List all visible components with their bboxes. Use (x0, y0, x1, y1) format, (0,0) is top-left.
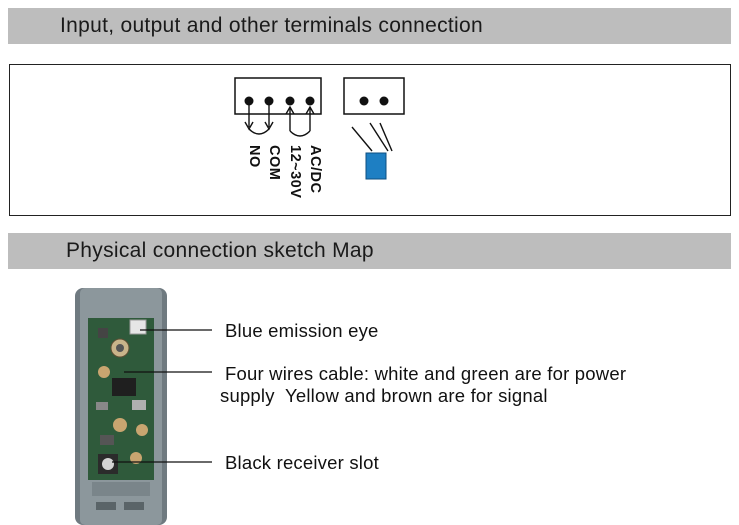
callout-emission-eye: Blue emission eye (225, 320, 379, 341)
emission-eye (129, 319, 147, 335)
terminal-label-acdc: AC/DC (307, 145, 323, 194)
cable-icon (351, 122, 393, 180)
two-pin-terminal-block (343, 77, 405, 115)
terminal-pin (244, 96, 254, 106)
terminal-pin (264, 96, 274, 106)
four-pin-terminal-block (234, 77, 322, 115)
callout-receiver-slot: Black receiver slot (225, 452, 379, 473)
section-header-terminals: Input, output and other terminals connec… (8, 8, 731, 44)
terminal-drawing (234, 77, 405, 180)
terminal-label-voltage: 12~30V (287, 145, 303, 199)
terminal-label-com: COM (266, 145, 282, 181)
section-title: Input, output and other terminals connec… (60, 14, 483, 37)
output-arrows (244, 105, 315, 137)
callout-cable-line1: Four wires cable: white and green are fo… (225, 363, 627, 384)
callout-cable-line2: supply Yellow and brown are for signal (220, 385, 548, 406)
terminal-pin (285, 96, 295, 106)
section-title: Physical connection sketch Map (66, 239, 374, 262)
terminal-pin (379, 96, 389, 106)
section-header-sketch: Physical connection sketch Map (8, 233, 731, 269)
terminal-pin (305, 96, 315, 106)
terminal-pin (359, 96, 369, 106)
terminal-diagram: NO COM 12~30V AC/DC (9, 64, 731, 216)
terminal-label-no: NO (246, 145, 262, 168)
sensor-photo-sketch (75, 288, 212, 525)
